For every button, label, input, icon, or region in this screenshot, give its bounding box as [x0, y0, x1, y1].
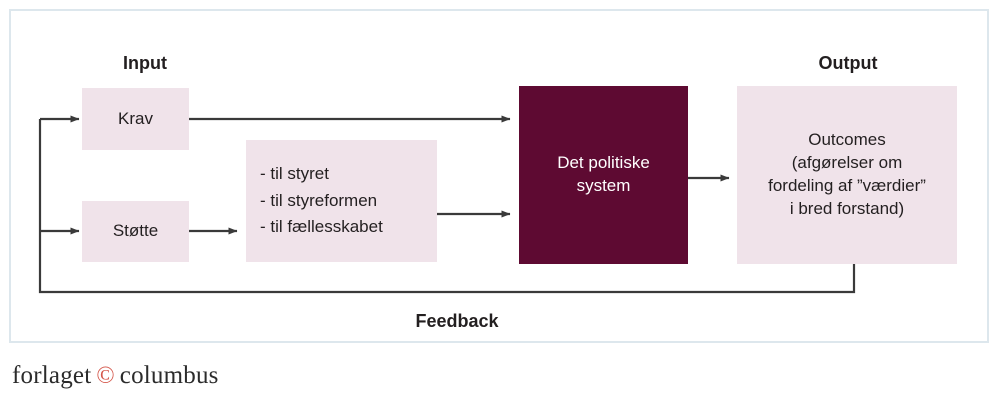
box-stotte[interactable]: Støtte	[82, 201, 189, 262]
support-target-item-1: - til styret	[260, 164, 329, 184]
outcomes-line-1: Outcomes	[808, 130, 886, 150]
outcomes-line-2: (afgørelser om	[791, 153, 903, 173]
copyright-icon: ©	[96, 363, 115, 389]
input-heading: Input	[123, 53, 167, 73]
diagram-frame: Input Output Krav Støtte - til styret - …	[9, 9, 989, 343]
box-krav-label: Krav	[118, 108, 153, 128]
political-system-line-1: Det politiske	[557, 153, 650, 173]
outcomes-line-4: i bred forstand)	[789, 198, 905, 218]
outcomes-line-3: fordeling af ”værdier”	[768, 176, 926, 195]
support-target-item-3: - til fællesskabet	[260, 217, 383, 237]
logo-word-forlaget: forlaget	[12, 362, 92, 389]
box-stotte-label: Støtte	[112, 221, 159, 241]
feedback-label: Feedback	[415, 311, 499, 331]
box-support-targets[interactable]: - til styret - til styreformen - til fæl…	[246, 140, 437, 262]
support-targets-lines: - til styret - til styreformen - til fæl…	[260, 161, 437, 240]
publisher-logo: forlaget © columbus	[12, 362, 219, 390]
box-outcomes[interactable]: Outcomes (afgørelser om fordeling af ”væ…	[737, 86, 957, 264]
logo-word-columbus: columbus	[119, 362, 219, 389]
output-heading: Output	[818, 53, 878, 73]
support-target-item-2: - til styreformen	[260, 190, 378, 210]
box-political-system[interactable]: Det politiske system	[519, 86, 688, 264]
political-system-line-2: system	[576, 176, 631, 195]
box-krav[interactable]: Krav	[82, 88, 189, 150]
